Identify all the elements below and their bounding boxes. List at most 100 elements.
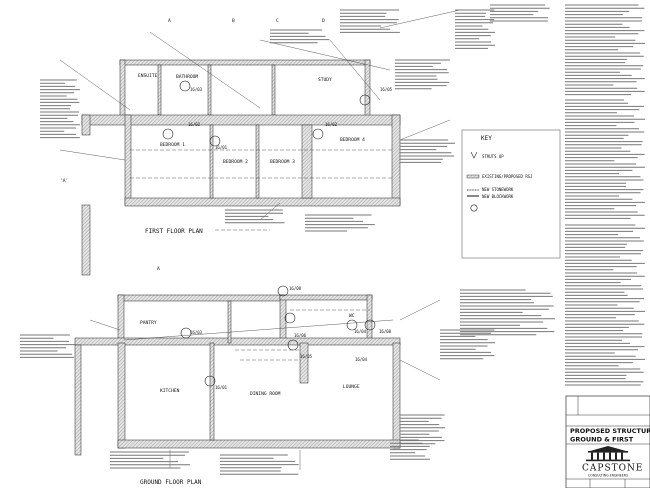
- beam-tag: 16/06: [294, 333, 307, 338]
- padstone-symbol-icon: [470, 204, 478, 212]
- company-subtitle: CONSULTING ENGINEERS: [588, 474, 628, 478]
- ground-floor-plan: PANTRY KITCHEN DINING ROOM LOUNGE WC GRO…: [140, 266, 392, 486]
- beam-marker-circle: [204, 375, 216, 387]
- leader-line: [399, 299, 441, 321]
- capstone-logo-icon: [586, 446, 630, 462]
- room-study: STUDY: [318, 77, 332, 83]
- annotation-notes: [20, 4, 645, 475]
- beam-tag: 16/02: [188, 122, 201, 127]
- wall: [255, 124, 260, 199]
- room-pantry: PANTRY: [140, 320, 157, 326]
- section-marker-b: B: [232, 18, 235, 24]
- rsj-symbol-icon: [466, 174, 480, 179]
- wall: [119, 59, 126, 121]
- leader-line: [123, 319, 394, 341]
- wall: [392, 342, 401, 449]
- wall: [157, 64, 162, 116]
- wall: [366, 294, 373, 344]
- room-bedroom-3: BEDROOM 3: [270, 159, 295, 165]
- key-item: NEW STONEWORK: [482, 187, 514, 192]
- room-dining: DINING ROOM: [250, 391, 281, 397]
- wall: [81, 204, 91, 276]
- beam-marker-circle: [364, 319, 376, 331]
- blockwork-symbol-icon: [467, 195, 479, 197]
- room-bathroom: BATHROOM: [176, 74, 198, 80]
- wall: [227, 300, 232, 344]
- linework: [59, 9, 461, 470]
- beam-marker-circle: [209, 135, 221, 147]
- wall: [391, 114, 401, 206]
- leader-line: [329, 39, 381, 101]
- leader-line: [149, 31, 261, 109]
- wall: [271, 64, 276, 116]
- beam-marker-circle: [359, 94, 371, 106]
- walls: [74, 59, 401, 456]
- key-title: KEY: [481, 135, 492, 142]
- key-item: NEW BLOCKWORK: [482, 194, 514, 199]
- leader-line: [59, 149, 126, 161]
- key-item: STRUTS UP: [482, 154, 504, 159]
- room-wc: WC: [349, 313, 355, 319]
- beam-marker-circle: [287, 339, 299, 351]
- wall: [119, 59, 371, 66]
- wall: [124, 197, 401, 207]
- key-item: EXISTING/PROPOSED RSJ: [482, 174, 533, 179]
- section-marker-a: A: [157, 266, 160, 272]
- key-panel: KEY STRUTS UP EXISTING/PROPOSED RSJ NEW …: [461, 129, 561, 259]
- beam-tag: 16/01: [215, 145, 228, 150]
- first-floor-plan: ENSUITE BATHROOM STUDY BEDROOM 1 BEDROOM…: [60, 18, 393, 235]
- wall: [81, 114, 91, 136]
- strut-symbol-icon: [470, 151, 478, 159]
- wall: [117, 294, 125, 344]
- wall: [117, 439, 401, 449]
- first-floor-title: FIRST FLOOR PLAN: [145, 228, 203, 235]
- room-bedroom-2: BEDROOM 2: [223, 159, 248, 165]
- beam-tag: 16/03: [190, 330, 203, 335]
- company-name: CAPSTONE: [582, 464, 643, 474]
- beam-tag: 16/02: [325, 122, 338, 127]
- leader-line: [259, 39, 391, 71]
- leader-line: [259, 202, 281, 221]
- wall: [299, 342, 309, 384]
- room-bedroom-4: BEDROOM 4: [340, 137, 365, 143]
- beam-tag: 16/05: [300, 354, 313, 359]
- beam-tag: 16/04: [354, 329, 367, 334]
- beam-marker-circle: [162, 128, 174, 140]
- leader-line: [399, 119, 451, 141]
- ground-floor-title: GROUND FLOOR PLAN: [140, 479, 202, 486]
- wall: [124, 114, 132, 206]
- leader-line: [379, 9, 461, 29]
- beam-tag: 16/08: [289, 286, 302, 291]
- beam-marker-circle: [277, 285, 289, 297]
- section-marker-d: D: [322, 18, 325, 24]
- room-kitchen: KITCHEN: [160, 388, 180, 394]
- room-ensuite: ENSUITE: [138, 73, 158, 79]
- wall: [117, 342, 126, 449]
- drawing-title-line1: PROPOSED STRUCTURE: [570, 427, 650, 435]
- room-bedroom-1: BEDROOM 1: [160, 142, 185, 148]
- wall: [364, 59, 371, 119]
- section-marker-c: C: [276, 18, 279, 24]
- leader-line: [89, 319, 121, 331]
- beam-marker-circle: [180, 327, 192, 339]
- beam-tag: 16/08: [379, 329, 392, 334]
- wall: [279, 294, 373, 301]
- beam-tag: 16/01: [215, 385, 228, 390]
- wall: [209, 342, 215, 441]
- section-ref: 'A': [60, 178, 68, 184]
- beam-marker-circle: [346, 319, 358, 331]
- leader-line: [59, 59, 131, 111]
- leader-line: [399, 359, 441, 381]
- wall: [209, 124, 214, 199]
- beam-tag: 16/05: [380, 87, 393, 92]
- title-block: PROPOSED STRUCTURE GROUND & FIRST CAPSTO…: [565, 395, 650, 488]
- drawing-title-line2: GROUND & FIRST: [570, 436, 634, 444]
- beam-marker-circle: [179, 80, 191, 92]
- wall: [117, 294, 284, 302]
- room-lounge: LOUNGE: [343, 384, 360, 390]
- wall: [301, 124, 313, 199]
- wall: [74, 344, 82, 456]
- beam-tag: 16/03: [190, 87, 203, 92]
